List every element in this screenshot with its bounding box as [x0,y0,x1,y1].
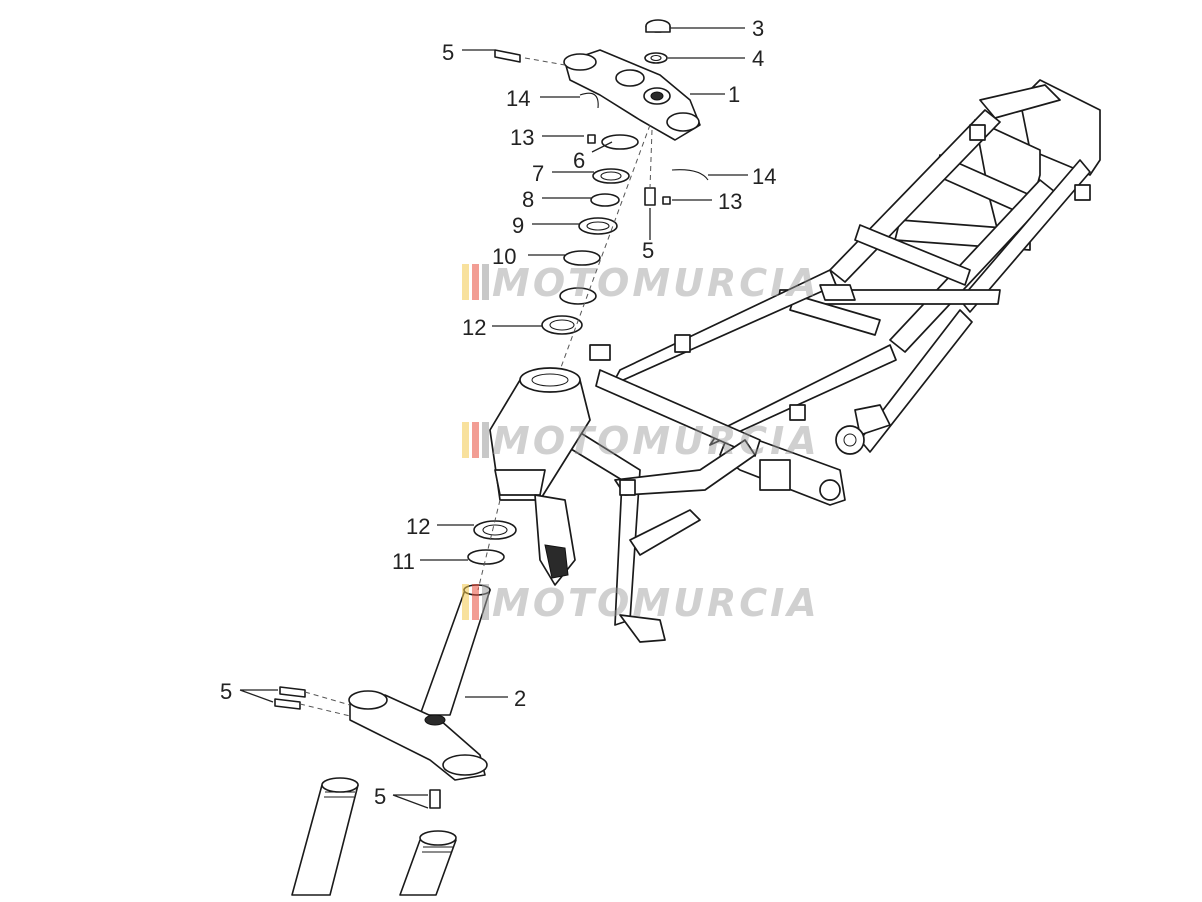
callout-6: 6 [573,148,585,173]
watermark-2: MOTOMURCIA [462,419,820,463]
watermark-3: MOTOMURCIA [462,581,820,625]
upper-triple-clamp [563,49,701,141]
callout-12-upper: 12 [462,315,486,340]
callout-2: 2 [514,686,526,711]
callout-3: 3 [752,16,764,41]
callout-4: 4 [752,46,764,71]
watermark-stripe-yellow [462,584,469,620]
lower-triple-clamp-and-stem [348,584,491,781]
callout-14-right: 14 [752,164,776,189]
callout-1: 1 [728,82,740,107]
callout-9: 9 [512,213,524,238]
leader-lines [239,27,748,809]
watermark-stripe-red [472,264,479,300]
top-nut-and-washer [644,19,671,64]
watermark-stripe-gray [482,584,489,620]
watermark-stripe-gray [482,422,489,458]
callout-5-middle: 5 [642,238,654,263]
watermark-text: MOTOMURCIA [492,419,820,463]
watermark-stripe-gray [482,264,489,300]
callout-14-left: 14 [506,86,530,111]
wire-clips [579,92,709,181]
bolts [274,49,671,809]
callout-5-bottom-left: 5 [220,679,232,704]
callout-8: 8 [522,187,534,212]
watermark-stripe-yellow [462,264,469,300]
assembly-axis-lines [299,57,653,717]
callout-13-right: 13 [718,189,742,214]
callout-10: 10 [492,244,516,269]
fork-tubes [291,777,457,896]
callout-7: 7 [532,161,544,186]
watermark-text: MOTOMURCIA [492,261,820,305]
motorcycle-frame [489,79,1101,643]
watermark-stripe-red [472,584,479,620]
callout-labels: 3 4 1 5 14 13 6 7 8 9 10 12 14 13 5 12 1… [220,16,776,809]
watermark-stripe-yellow [462,422,469,458]
watermark-stripe-red [472,422,479,458]
callout-5-top-left: 5 [442,40,454,65]
callout-13-left: 13 [510,125,534,150]
callout-11: 11 [392,549,415,574]
callout-5-bottom-middle: 5 [374,784,386,809]
watermark-text: MOTOMURCIA [492,581,820,625]
callout-12-lower: 12 [406,514,430,539]
watermark-1: MOTOMURCIA [462,261,820,305]
